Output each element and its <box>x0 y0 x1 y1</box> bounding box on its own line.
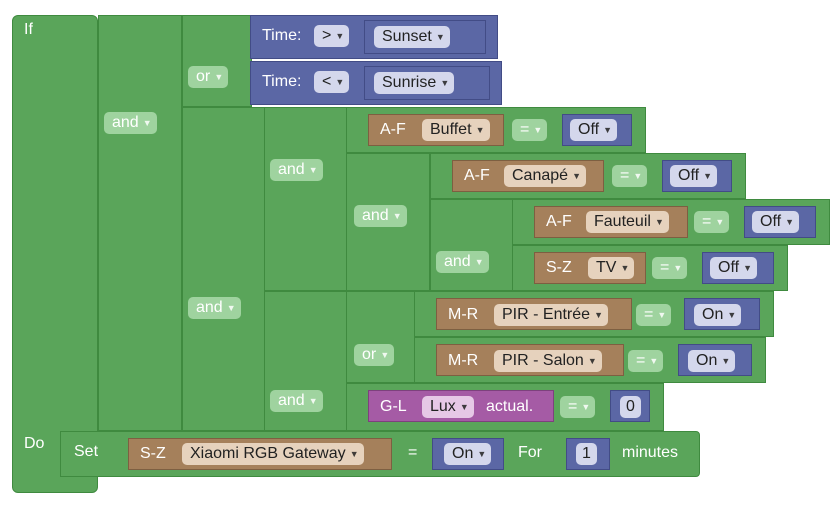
state-select-gateway[interactable]: On▼ <box>444 443 492 465</box>
sensor-suffix: actual. <box>486 398 534 415</box>
device-select-pir-entree[interactable]: PIR - Entrée▼ <box>494 304 609 326</box>
chevron-down-icon: ▼ <box>715 217 725 227</box>
assign-op: = <box>408 444 418 461</box>
logic-op-and-canape[interactable]: and▼ <box>354 205 407 227</box>
time-value-select[interactable]: Sunrise▼ <box>374 72 455 94</box>
device-group: S-Z <box>546 259 572 276</box>
chevron-down-icon: ▼ <box>335 31 345 41</box>
and-block-devices[interactable] <box>264 107 348 291</box>
sensor-group: G-L <box>380 398 407 415</box>
logic-op-or-pir[interactable]: or▼ <box>354 344 395 366</box>
chevron-down-icon: ▼ <box>603 125 613 135</box>
duration-input[interactable]: 1 <box>576 443 597 465</box>
chevron-down-icon: ▼ <box>533 125 543 135</box>
chevron-down-icon: ▼ <box>435 32 445 42</box>
logic-op-and-fauteuil[interactable]: and▼ <box>436 251 489 273</box>
compare-op[interactable]: =▼ <box>512 119 548 141</box>
compare-op[interactable]: =▼ <box>652 257 688 279</box>
sensor-select-lux[interactable]: Lux▼ <box>422 396 474 418</box>
chevron-down-icon: ▼ <box>335 77 345 87</box>
compare-op[interactable]: =▼ <box>560 396 596 418</box>
logic-op-and-devices[interactable]: and▼ <box>270 159 323 181</box>
chevron-down-icon: ▼ <box>440 78 450 88</box>
logic-op-and-sensors[interactable]: and▼ <box>270 390 323 412</box>
time-operator-select[interactable]: <▼ <box>314 71 350 93</box>
and-block-top[interactable] <box>98 15 182 431</box>
chevron-down-icon: ▼ <box>655 217 664 227</box>
if-do-block[interactable] <box>12 15 98 493</box>
state-select-canape[interactable]: Off▼ <box>670 165 718 187</box>
if-label: If <box>24 21 33 38</box>
chevron-down-icon: ▼ <box>459 402 469 412</box>
device-group: A-F <box>464 167 490 184</box>
compare-op[interactable]: =▼ <box>636 304 672 326</box>
device-select-tv[interactable]: TV▼ <box>588 257 635 279</box>
device-group: A-F <box>380 121 406 138</box>
device-select-pir-salon[interactable]: PIR - Salon▼ <box>494 350 602 372</box>
time-operator-select[interactable]: >▼ <box>314 25 350 47</box>
compare-op[interactable]: =▼ <box>612 165 648 187</box>
and-block-lower[interactable] <box>182 107 266 431</box>
time-value-select[interactable]: Sunset▼ <box>374 26 450 48</box>
chevron-down-icon: ▼ <box>721 356 731 366</box>
or-block-time[interactable] <box>182 15 252 107</box>
set-label: Set <box>74 443 99 460</box>
chevron-down-icon: ▼ <box>581 402 591 412</box>
state-select-buffet[interactable]: Off▼ <box>570 119 618 141</box>
unit-label: minutes <box>622 444 679 461</box>
chevron-down-icon: ▼ <box>673 263 683 273</box>
chevron-down-icon: ▼ <box>785 217 795 227</box>
chevron-down-icon: ▼ <box>587 356 597 366</box>
device-group: A-F <box>546 213 572 230</box>
chevron-down-icon: ▼ <box>392 211 402 221</box>
state-select-pir-salon[interactable]: On▼ <box>688 350 736 372</box>
chevron-down-icon: ▼ <box>657 310 667 320</box>
chevron-down-icon: ▼ <box>226 303 236 313</box>
chevron-down-icon: ▼ <box>743 263 753 273</box>
chevron-down-icon: ▼ <box>349 449 359 459</box>
chevron-down-icon: ▼ <box>594 310 604 320</box>
logic-op-or-time[interactable]: or▼ <box>188 66 229 88</box>
chevron-down-icon: ▼ <box>633 171 643 181</box>
chevron-down-icon: ▼ <box>477 449 487 459</box>
chevron-down-icon: ▼ <box>142 118 152 128</box>
device-select-fauteuil[interactable]: Fauteuil▼ <box>586 211 669 233</box>
logic-op-and-lower[interactable]: and▼ <box>188 297 241 319</box>
chevron-down-icon: ▼ <box>572 171 582 181</box>
logic-op-and-top[interactable]: and▼ <box>104 112 157 134</box>
device-select-canape[interactable]: Canapé▼ <box>504 165 587 187</box>
or-block-pir[interactable] <box>346 291 416 383</box>
device-group: M-R <box>448 352 479 369</box>
for-label: For <box>518 444 542 461</box>
device-group: S-Z <box>140 445 166 462</box>
chevron-down-icon: ▼ <box>214 72 224 82</box>
time-label: Time: <box>262 27 302 44</box>
device-select-gateway[interactable]: Xiaomi RGB Gateway▼ <box>182 443 364 465</box>
state-select-tv[interactable]: Off▼ <box>710 257 758 279</box>
compare-op[interactable]: =▼ <box>628 350 664 372</box>
and-block-fauteuil[interactable] <box>430 199 514 291</box>
device-group: M-R <box>448 306 479 323</box>
chevron-down-icon: ▼ <box>380 350 390 360</box>
device-select-buffet[interactable]: Buffet▼ <box>422 119 490 141</box>
chevron-down-icon: ▼ <box>620 263 630 273</box>
chevron-down-icon: ▼ <box>727 310 737 320</box>
chevron-down-icon: ▼ <box>703 171 713 181</box>
time-label: Time: <box>262 73 302 90</box>
chevron-down-icon: ▼ <box>475 125 485 135</box>
chevron-down-icon: ▼ <box>649 356 659 366</box>
state-select-pir-entree[interactable]: On▼ <box>694 304 742 326</box>
lux-value-input[interactable]: 0 <box>620 396 641 418</box>
chevron-down-icon: ▼ <box>308 396 318 406</box>
do-label: Do <box>24 435 45 452</box>
chevron-down-icon: ▼ <box>474 257 484 267</box>
chevron-down-icon: ▼ <box>308 165 318 175</box>
compare-op[interactable]: =▼ <box>694 211 730 233</box>
state-select-fauteuil[interactable]: Off▼ <box>752 211 800 233</box>
